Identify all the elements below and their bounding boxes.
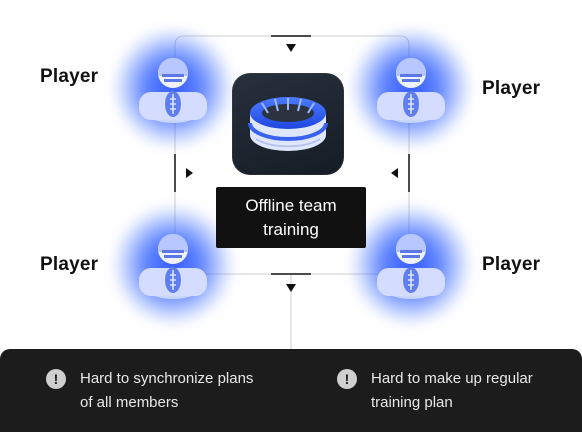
arrow-head-right (391, 168, 398, 178)
football-player-icon (137, 52, 209, 124)
stadium-icon (232, 73, 344, 175)
issue-text: Hard to make up regular training plan (371, 370, 533, 411)
player-label: Player (482, 254, 541, 275)
hub-label-text: Offline team training (245, 195, 337, 239)
player-glow (113, 205, 233, 325)
exclamation-icon: ! (337, 369, 357, 389)
issue-text: Hard to synchronize plans of all members (80, 370, 254, 411)
issues-panel: ! Hard to synchronize plans of all membe… (0, 349, 582, 432)
player-glow (351, 205, 471, 325)
issue-item: ! Hard to synchronize plans of all membe… (46, 367, 270, 415)
football-player-icon (137, 228, 209, 300)
player-label: Player (482, 78, 541, 99)
hub-label: Offline team training (216, 187, 366, 248)
player-label: Player (40, 66, 99, 87)
player-label: Player (40, 254, 99, 275)
exclamation-icon: ! (46, 369, 66, 389)
arrow-head-top (286, 44, 296, 52)
football-player-icon (375, 228, 447, 300)
arrow-head-bottom (286, 284, 296, 292)
issue-item: ! Hard to make up regular training plan (337, 367, 541, 415)
arrow-head-left (186, 168, 193, 178)
football-player-icon (375, 52, 447, 124)
